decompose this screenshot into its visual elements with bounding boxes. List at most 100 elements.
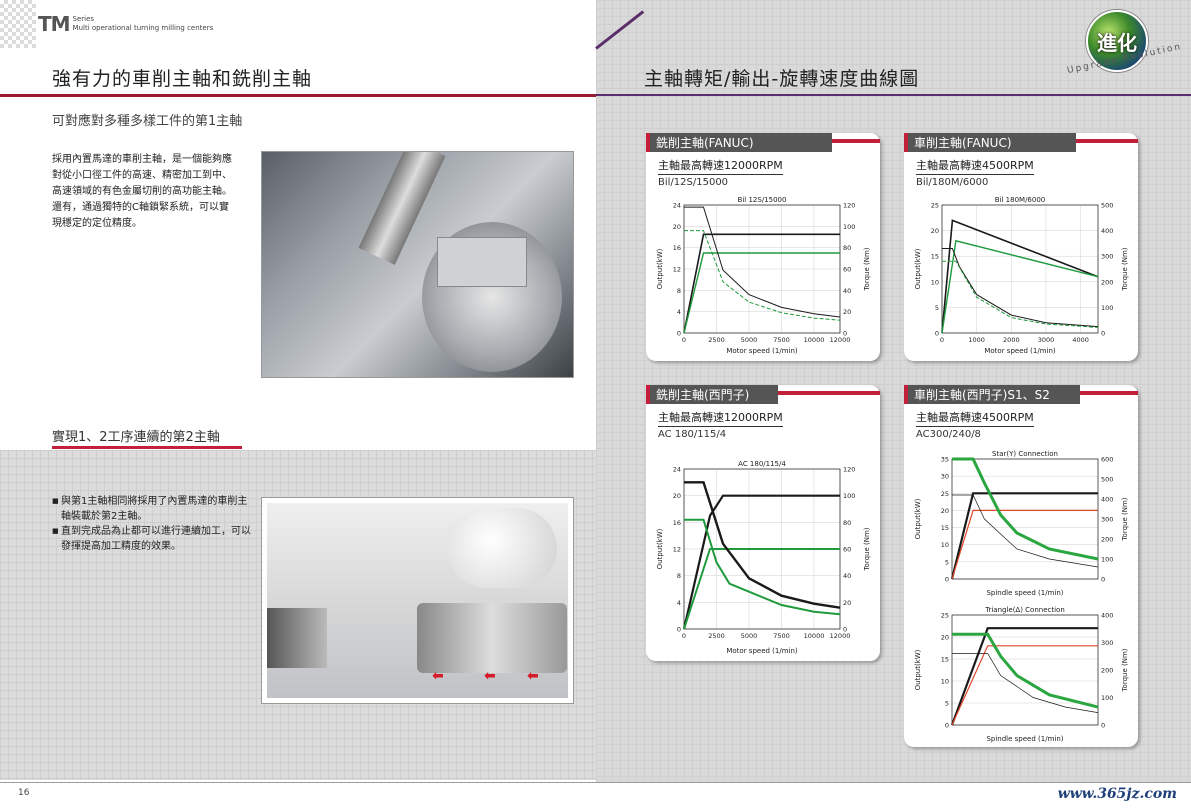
x-axis-label: Motor speed (1/min) (726, 647, 798, 655)
y2-tick-label: 300 (1101, 516, 1113, 524)
chart-panel-turning-siemens: 車削主軸(西門子)S1、S2 主軸最高轉速4500RPM AC300/240/8… (904, 385, 1138, 747)
chart-title: AC 180/115/4 (738, 460, 786, 468)
y2-tick-label: 40 (843, 287, 851, 295)
y-tick-label: 20 (673, 223, 681, 231)
title-divider-right (596, 94, 1191, 96)
section-subtitle-second-spindle: 實現1、2工序連續的第2主軸 (52, 430, 220, 445)
series-line (684, 230, 841, 321)
y-axis-label: Output(kW) (914, 649, 922, 690)
y-tick-label: 25 (931, 202, 939, 210)
x-tick-label: 0 (682, 336, 686, 344)
panel-title-stripe (1080, 391, 1138, 395)
y-tick-label: 4 (677, 599, 681, 607)
panel-title: 銑削主軸(西門子) (646, 385, 778, 404)
y-axis-label: Output(kW) (914, 248, 922, 289)
y-tick-label: 15 (941, 656, 949, 664)
y2-axis-label: Torque (Nm) (863, 527, 871, 571)
panel-title: 車削主軸(西門子)S1、S2 (904, 385, 1080, 404)
x-tick-label: 12000 (830, 632, 851, 640)
y-tick-label: 20 (931, 227, 939, 235)
panel-max-speed: 主軸最高轉速4500RPM (916, 157, 1034, 175)
y-tick-label: 10 (941, 678, 949, 686)
y-tick-label: 16 (673, 244, 681, 252)
y-tick-label: 0 (677, 626, 681, 634)
chart-title: Bil 12S/15000 (738, 196, 787, 204)
y-tick-label: 20 (673, 492, 681, 500)
y-tick-label: 0 (677, 330, 681, 338)
arrow-left-icon: ⬅ (432, 668, 444, 684)
y-tick-label: 10 (931, 278, 939, 286)
title-divider (0, 94, 596, 97)
second-spindle-bullets: 與第1主軸相同將採用了內置馬達的車削主軸裝載於第2主軸。 直到完成品為止都可以進… (52, 494, 252, 554)
chart-panel-milling-fanuc: 銑削主軸(FANUC) 主軸最高轉速12000RPM Bil/12S/15000… (646, 133, 880, 361)
y-tick-label: 0 (945, 722, 949, 730)
y-tick-label: 24 (673, 466, 681, 474)
x-tick-label: 5000 (741, 336, 758, 344)
y2-tick-label: 600 (1101, 456, 1113, 464)
body-line: 還有，通過獨特的C軸鎖緊系統，可以實 (52, 202, 229, 213)
y-tick-label: 10 (941, 541, 949, 549)
right-page: 主軸轉矩/輸出-旋轉速度曲線圖 進化 Upgrade Evolution 銑削主… (595, 0, 1191, 808)
y2-tick-label: 100 (843, 492, 855, 500)
series-line (952, 457, 1099, 561)
y2-tick-label: 0 (1101, 722, 1105, 730)
y-tick-label: 20 (941, 634, 949, 642)
y2-tick-label: 100 (1101, 694, 1113, 702)
chart-panel-milling-siemens: 銑削主軸(西門子) 主軸最高轉速12000RPM AC 180/115/4 0 4… (646, 385, 880, 661)
turret-head-image (447, 508, 557, 588)
y-tick-label: 15 (941, 524, 949, 532)
x-axis-label: Spindle speed (1/min) (986, 589, 1063, 597)
x-tick-label: 10000 (804, 336, 825, 344)
y-tick-label: 25 (941, 490, 949, 498)
chart-title: Bil 180M/6000 (995, 196, 1046, 204)
body-line: 高速領域的有色金屬切削的高功能主軸。 (52, 186, 232, 197)
y2-tick-label: 400 (1101, 612, 1113, 620)
y-tick-label: 20 (941, 507, 949, 515)
y2-tick-label: 20 (843, 308, 851, 316)
body-line: 對從小口徑工件的高速、精密加工到中、 (52, 170, 232, 181)
y-tick-label: 0 (945, 576, 949, 584)
y2-tick-label: 0 (843, 626, 847, 634)
brand-series-sub: Series (72, 15, 95, 23)
y-tick-label: 24 (673, 202, 681, 210)
y-tick-label: 4 (677, 308, 681, 316)
x-tick-label: 0 (940, 336, 944, 344)
y2-tick-label: 200 (1101, 278, 1113, 286)
series-line (941, 219, 1099, 334)
y-tick-label: 25 (941, 612, 949, 620)
title-accent-slash (595, 10, 645, 50)
series-line (952, 653, 1099, 713)
page-number: 16 (18, 788, 30, 798)
page-title: 強有力的車削主軸和銑削主軸 (52, 68, 313, 90)
panel-model: AC300/240/8 (916, 429, 981, 440)
y2-axis-label: Torque (Nm) (1121, 247, 1129, 291)
panel-title: 銑削主軸(FANUC) (646, 133, 832, 152)
site-url-link[interactable]: www.365jz.com (1057, 786, 1177, 802)
series-line (684, 518, 841, 616)
jaw-image (437, 237, 527, 287)
y2-tick-label: 200 (1101, 667, 1113, 675)
x-axis-label: Motor speed (1/min) (984, 347, 1056, 355)
panel-model: Bil/180M/6000 (916, 177, 989, 188)
y2-tick-label: 0 (1101, 576, 1105, 584)
panel-title-stripe (1076, 139, 1138, 143)
series-line (942, 260, 1099, 328)
y2-axis-label: Torque (Nm) (1121, 497, 1129, 541)
series-line (683, 252, 840, 334)
y-tick-label: 5 (935, 304, 939, 312)
brand-tagline: Multi operational turning milling center… (72, 24, 214, 32)
y2-tick-label: 60 (843, 546, 851, 554)
first-spindle-photo (261, 151, 574, 378)
panel-max-speed: 主軸最高轉速12000RPM (658, 409, 783, 427)
y2-tick-label: 100 (1101, 556, 1113, 564)
left-page: TM Series Multi operational turning mill… (0, 0, 596, 808)
series-line (952, 494, 1099, 568)
y2-tick-label: 500 (1101, 202, 1113, 210)
series-line (950, 492, 1098, 580)
chart-title: Triangle(Δ) Connection (984, 606, 1065, 614)
panel-title: 車削主軸(FANUC) (904, 133, 1076, 152)
x-tick-label: 2500 (708, 336, 725, 344)
